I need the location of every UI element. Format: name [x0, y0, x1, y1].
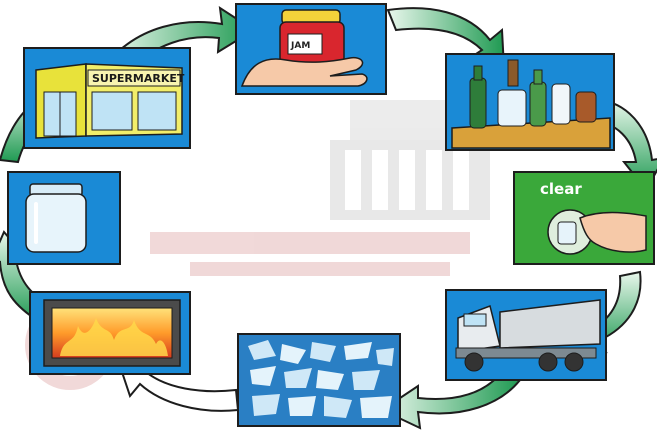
- hand-icon: [240, 56, 368, 87]
- stage-supermarket: SUPERMARKET: [23, 47, 191, 149]
- truck-icon: [455, 299, 601, 372]
- furnace-icon: [43, 299, 181, 367]
- stage-clear-bank: clear: [513, 171, 655, 265]
- stage-new-jar: [7, 171, 121, 265]
- supermarket-sign: SUPERMARKET: [92, 72, 185, 85]
- bottle-bank-icon: [451, 59, 611, 149]
- stage-bottle-bin: [445, 53, 615, 151]
- hand-icon: [579, 211, 647, 253]
- crushed-glass-icon: [248, 340, 394, 418]
- empty-jar-icon: [25, 183, 87, 253]
- stage-cullet: [237, 333, 401, 427]
- stage-truck: [445, 289, 607, 381]
- stage-jam-jar: JAM: [235, 3, 387, 95]
- stage-furnace: [29, 291, 191, 375]
- clear-label: clear: [540, 180, 582, 198]
- supermarket-icon: SUPERMARKET: [35, 63, 185, 139]
- jam-label: JAM: [290, 41, 310, 51]
- jam-jar-icon: JAM: [279, 9, 345, 65]
- clear-glass-bank-icon: clear: [540, 180, 647, 255]
